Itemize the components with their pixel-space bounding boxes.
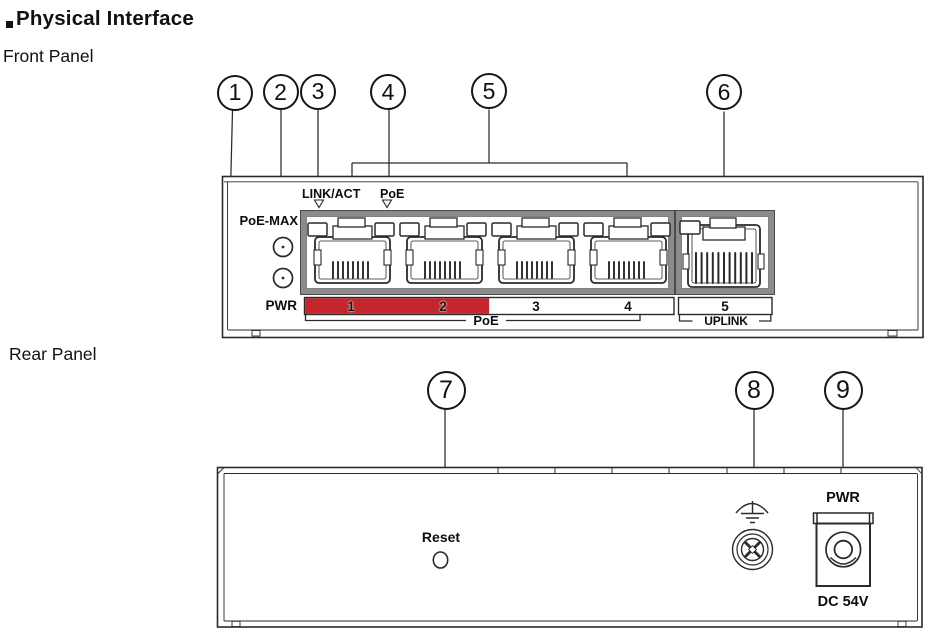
port-3-number: 3: [532, 299, 540, 314]
dc-power-jack: [812, 512, 874, 587]
link-act-led-label: LINK/ACT: [302, 187, 361, 201]
poe-max-led: [272, 236, 294, 258]
page-title: Physical Interface: [16, 7, 194, 30]
rear-panel-section-label: Rear Panel: [9, 344, 97, 364]
callout-1: 1: [217, 74, 253, 111]
pwr-led: [272, 267, 294, 289]
poe-ports-red-highlight: [305, 298, 490, 314]
reset-hole: [432, 551, 449, 569]
rear-foot-left: [231, 620, 241, 627]
pwr-label-rear: PWR: [826, 490, 860, 506]
poe-group-label: PoE: [473, 313, 499, 328]
front-foot-left: [251, 330, 261, 337]
rear-top-seam-ticks: [497, 468, 842, 473]
port-4-number: 4: [624, 299, 632, 314]
uplink-group-label: UPLINK: [704, 314, 748, 328]
port-4-jack: [583, 217, 671, 284]
port-5-uplink-jack: [679, 217, 765, 288]
uplink-number-bar: [677, 296, 773, 316]
callout-2: 2: [262, 74, 299, 110]
rear-foot-right: [897, 620, 907, 627]
link-act-triangle-icon: [313, 199, 325, 209]
reset-label: Reset: [421, 529, 461, 545]
poe-triangle-icon: [381, 199, 393, 209]
callout-7: 7: [426, 370, 466, 410]
callout-3: 3: [300, 73, 336, 110]
uplink-group-bracket: [678, 314, 772, 322]
callout-4: 4: [370, 74, 406, 110]
dc-input-label: DC 54V: [817, 594, 869, 610]
port-3-jack: [491, 217, 579, 284]
poe-led-label: PoE: [380, 187, 405, 201]
port-1-jack: [307, 217, 395, 284]
callout-6: 6: [706, 74, 742, 110]
callout-8: 8: [734, 370, 774, 410]
port-number-bar: [303, 296, 675, 316]
port-2-number: 2: [439, 299, 447, 314]
pwr-label-front: PWR: [265, 298, 298, 313]
callout-9: 9: [823, 370, 863, 410]
front-panel-drawing: [221, 175, 924, 339]
poe-group-bracket: [304, 314, 641, 322]
front-foot-right: [887, 330, 898, 337]
poe-max-label: PoE-MAX: [239, 213, 299, 228]
port-5-number: 5: [721, 299, 729, 314]
ground-symbol-icon: [735, 501, 769, 524]
port-1-number: 1: [347, 299, 355, 314]
callout-5: 5: [471, 73, 507, 109]
title-bullet: [6, 21, 13, 28]
ground-screw: [731, 528, 774, 571]
front-panel-section-label: Front Panel: [3, 46, 94, 66]
port-2-jack: [399, 217, 487, 284]
rear-panel-drawing: [216, 466, 923, 628]
leader-5: [351, 109, 628, 221]
